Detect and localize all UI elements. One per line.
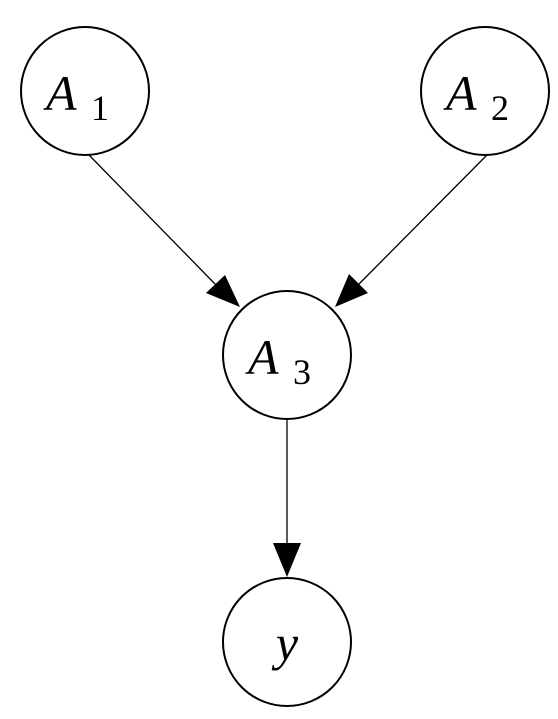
node-a2-label: A: [443, 65, 477, 121]
edge-a2-to-a3: [357, 154, 488, 286]
node-a3-circle: [222, 290, 352, 420]
node-a2-subscript: 2: [491, 88, 509, 128]
node-a3-label: A: [245, 329, 279, 385]
edges: [88, 154, 488, 577]
arrowhead-a3-to-y: [273, 543, 301, 577]
node-a1-circle: [20, 26, 150, 156]
node-a2-circle: [420, 26, 550, 156]
arrowhead-a1-to-a3: [206, 275, 240, 307]
node-a3: A 3: [222, 290, 352, 420]
node-a3-subscript: 3: [293, 352, 311, 392]
node-y: y: [222, 577, 352, 707]
node-y-label: y: [271, 615, 299, 671]
edge-a1-to-a3: [88, 154, 217, 286]
node-a1-subscript: 1: [91, 88, 109, 128]
node-a1-label: A: [43, 65, 77, 121]
node-y-circle: [222, 577, 352, 707]
node-a1: A 1: [20, 26, 150, 156]
node-a2: A 2: [420, 26, 550, 156]
arrowhead-a2-to-a3: [335, 274, 368, 307]
